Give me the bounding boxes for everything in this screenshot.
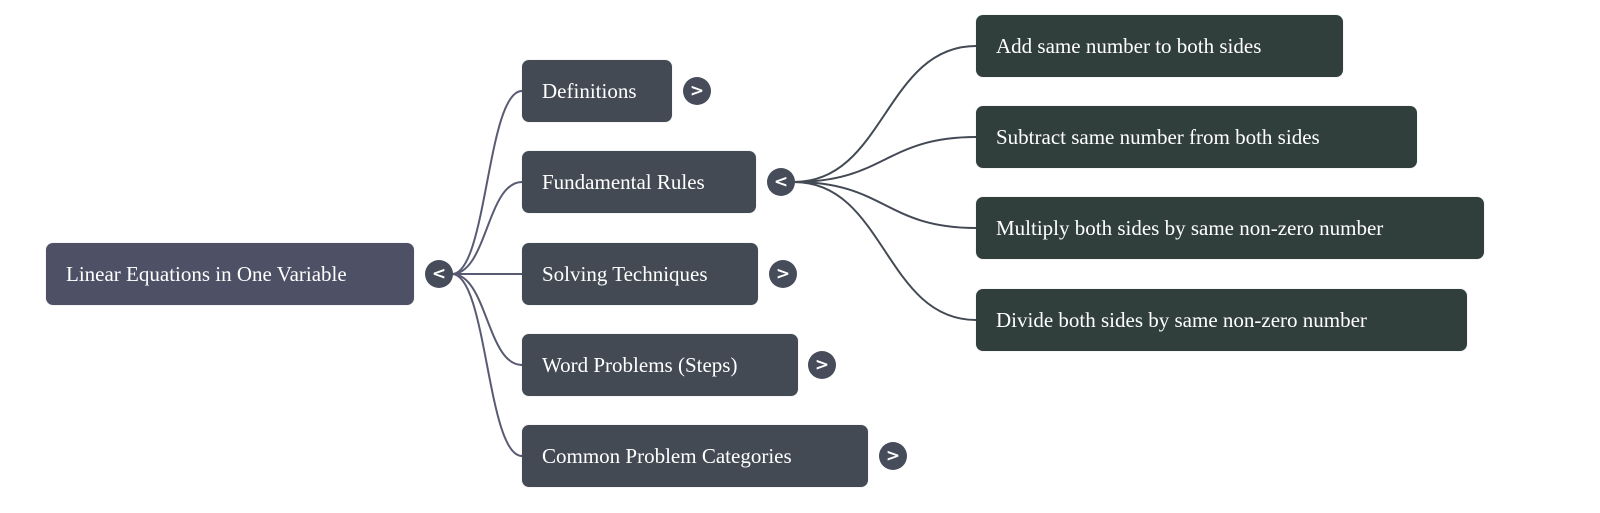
node-label: Divide both sides by same non-zero numbe… <box>996 307 1367 332</box>
collapse-toggle-fundamental-rules[interactable]: < <box>767 168 795 196</box>
connector-rules-child-3 <box>793 181 977 321</box>
collapse-toggle-root[interactable]: < <box>425 260 453 288</box>
node-definitions[interactable]: Definitions <box>522 60 672 122</box>
node-label: Subtract same number from both sides <box>996 124 1320 149</box>
connector-root-child-0 <box>451 90 523 275</box>
connector-root-child-4 <box>451 273 523 457</box>
node-divide-both-sides[interactable]: Divide both sides by same non-zero numbe… <box>976 289 1467 351</box>
node-label: Add same number to both sides <box>996 33 1262 58</box>
expand-toggle-common-problem-categories[interactable]: > <box>879 442 907 470</box>
root-node-label: Linear Equations in One Variable <box>66 261 347 286</box>
node-label: Word Problems (Steps) <box>542 352 738 377</box>
fundamental-rules-connectors <box>793 45 977 321</box>
node-label: Common Problem Categories <box>542 443 792 468</box>
node-add-same-number[interactable]: Add same number to both sides <box>976 15 1343 77</box>
node-common-problem-categories[interactable]: Common Problem Categories <box>522 425 868 487</box>
expand-toggle-word-problems[interactable]: > <box>808 351 836 379</box>
connector-root-child-1 <box>451 181 523 275</box>
node-word-problems[interactable]: Word Problems (Steps) <box>522 334 798 396</box>
root-node[interactable]: Linear Equations in One Variable <box>46 243 414 305</box>
connector-rules-child-1 <box>793 136 977 183</box>
expand-toggle-definitions[interactable]: > <box>683 77 711 105</box>
node-label: Solving Techniques <box>542 261 708 286</box>
connector-rules-child-0 <box>793 45 977 183</box>
connector-rules-child-2 <box>793 181 977 229</box>
node-label: Fundamental Rules <box>542 169 705 194</box>
node-label: Definitions <box>542 78 637 103</box>
node-multiply-both-sides[interactable]: Multiply both sides by same non-zero num… <box>976 197 1484 259</box>
node-label: Multiply both sides by same non-zero num… <box>996 215 1384 240</box>
node-subtract-same-number[interactable]: Subtract same number from both sides <box>976 106 1417 168</box>
node-solving-techniques[interactable]: Solving Techniques <box>522 243 758 305</box>
node-fundamental-rules[interactable]: Fundamental Rules <box>522 151 756 213</box>
root-connectors <box>451 90 523 457</box>
connector-root-child-3 <box>451 273 523 366</box>
expand-toggle-solving-techniques[interactable]: > <box>769 260 797 288</box>
